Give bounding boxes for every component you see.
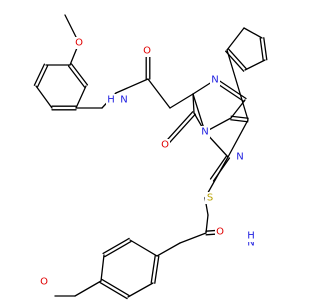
atom-label-o_amide1: O — [143, 46, 151, 57]
bond-b2-b3 — [244, 59, 266, 71]
atom-label-o_meo1: O — [75, 38, 83, 49]
atom-label-o_amide2: O — [216, 227, 224, 238]
bond-c5-o3 — [165, 113, 196, 147]
atom-bg-n_imine — [210, 74, 220, 86]
atom-label-h_amide1: H — [107, 95, 115, 106]
atom-bg-h_amide1 — [106, 94, 116, 106]
bond-ch2c-c7 — [205, 214, 209, 234]
bond-a2-a3 — [75, 85, 87, 109]
bond-a5-a6 — [33, 63, 46, 86]
atom-label-n_ring: N — [236, 152, 243, 163]
bond-a1-a2 — [70, 63, 89, 86]
bond-b4-b5 — [243, 27, 263, 39]
atom-bg-s_thio — [205, 192, 215, 204]
bond-b3-b4 — [263, 37, 268, 61]
bond-n3-c2 — [192, 93, 206, 133]
bond-a5-a6 — [36, 65, 49, 88]
atom-label-n_amide2: N — [247, 238, 254, 249]
bonds — [33, 14, 268, 300]
atom-bg-n_ring — [235, 151, 245, 163]
bond-c5-c2 — [192, 93, 195, 114]
atom-label-n_imine: N — [211, 75, 218, 86]
atom-bg-o_ketone — [160, 139, 170, 151]
bond-d4-o5 — [74, 280, 102, 297]
bond-d3-d4 — [101, 278, 130, 297]
bond-c4-ring2 — [230, 115, 249, 119]
atom-bg-o_amide1 — [142, 45, 152, 57]
bond-d6-d1 — [129, 239, 158, 257]
bond-d1-d2 — [154, 255, 160, 284]
atom-label-o_meo2: O — [40, 277, 48, 288]
bond-c5-o3 — [163, 111, 194, 145]
bond-c6-s — [204, 156, 229, 199]
bond-n2-c3 — [215, 77, 247, 100]
bond-b1-b2 — [227, 48, 247, 70]
atom-bg-h_amide2 — [246, 230, 256, 242]
bond-n5-d1 — [156, 242, 181, 257]
bond-b3-b4 — [259, 37, 264, 61]
bond-c1-ch2b — [147, 78, 171, 109]
bond-d3-d4 — [99, 281, 128, 300]
bond-d5-d6 — [104, 240, 132, 258]
atom-bg-n_bridge — [200, 126, 210, 138]
bond-ring2-b1 — [226, 49, 249, 121]
atom-label-n_bridge: N — [201, 127, 208, 138]
atom-bg-o_amide2 — [215, 226, 225, 238]
atom-bg-n_amide1 — [119, 94, 129, 106]
atom-label-n_amide1: N — [120, 95, 127, 106]
atom-bg-n_amide2 — [246, 237, 256, 249]
atom-label-h_amide2: H — [247, 231, 255, 242]
bond-d4-d5 — [100, 254, 105, 282]
bond-c7-n5 — [179, 232, 207, 244]
bond-b5-b1 — [226, 27, 245, 51]
atom-bg-o_meo1 — [74, 37, 84, 49]
bond-a4-a5 — [35, 85, 53, 109]
bond-n1-c1 — [115, 78, 149, 94]
atom-label-s_thio: S — [207, 193, 213, 204]
bond-c4-ring2 — [230, 119, 249, 123]
bond-b1-b2 — [225, 50, 245, 72]
bond-c6-n4 — [209, 155, 228, 180]
bond-d5-d6 — [102, 237, 130, 255]
bond-d1-d2 — [150, 255, 156, 284]
bond-ch2b-c2 — [169, 93, 194, 109]
bond-a1-a2 — [67, 65, 86, 88]
bond-d2-d3 — [127, 282, 154, 298]
bond-ring2-c6 — [227, 119, 249, 158]
atom-label-o_ketone: O — [161, 140, 169, 151]
atom-bg-o_meo2 — [39, 276, 49, 288]
